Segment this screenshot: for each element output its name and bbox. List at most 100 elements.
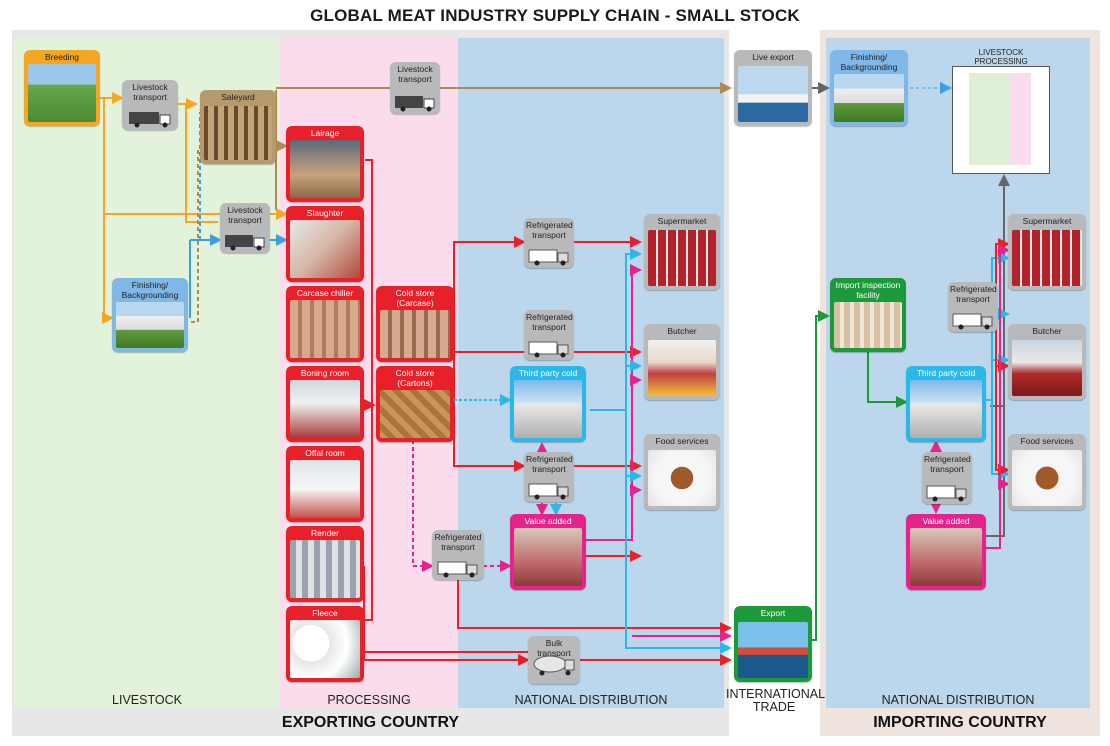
- butcher-shop-image: [1012, 340, 1082, 396]
- node-refrig-transport-2[interactable]: Refrigerated transport: [524, 310, 574, 360]
- live-export-ship-image: [738, 66, 808, 122]
- steak-meal-image: [648, 450, 716, 506]
- node-boning-room[interactable]: Boning room: [286, 366, 364, 442]
- refrigerated-truck-icon: [926, 485, 967, 502]
- node-food-services-import-label: Food services: [1020, 436, 1074, 446]
- refrigerated-truck-icon: [528, 483, 569, 500]
- cold-store-cartons-image: [380, 390, 450, 438]
- node-lairage[interactable]: Lairage: [286, 126, 364, 202]
- slaughter-image: [290, 220, 360, 278]
- sheep-flock-image: [28, 64, 96, 122]
- livestock-processing-stage-pink: [1009, 73, 1031, 165]
- node-refrig-transport-import-2[interactable]: Refrigerated transport: [922, 452, 972, 504]
- node-refrig-transport-import-1-label: Refrigerated transport: [950, 284, 997, 304]
- node-breeding[interactable]: Breeding: [24, 50, 100, 126]
- node-butcher-import-label: Butcher: [1032, 326, 1062, 336]
- zone-label-distribution-import: NATIONAL DISTRIBUTION: [881, 693, 1035, 707]
- node-refrig-transport-import-1[interactable]: Refrigerated transport: [948, 282, 998, 332]
- node-value-added-import[interactable]: Value added: [906, 514, 986, 590]
- render-image: [290, 540, 360, 598]
- node-finishing-export-label: Finishing/ Backgrounding: [121, 280, 179, 300]
- zone-label-livestock: LIVESTOCK: [112, 693, 182, 707]
- importing-country-label: IMPORTING COUNTRY: [873, 714, 1047, 731]
- node-carcase-chiller[interactable]: Carcase chiller: [286, 286, 364, 362]
- node-third-party-cold-store-import[interactable]: Third party cold store: [906, 366, 986, 442]
- node-refrig-transport-4[interactable]: Refrigerated transport: [432, 530, 484, 580]
- node-refrig-transport-1[interactable]: Refrigerated transport: [524, 218, 574, 268]
- node-finishing-import[interactable]: Finishing/ Backgrounding: [830, 50, 908, 126]
- node-finishing-import-label: Finishing/ Backgrounding: [840, 52, 898, 72]
- node-food-services-import[interactable]: Food services: [1008, 434, 1086, 510]
- zone-label-international-trade: INTERNATIONAL TRADE: [726, 687, 826, 714]
- cold-store-warehouse-image: [514, 380, 582, 438]
- node-live-export-label: Live export: [752, 52, 794, 62]
- node-bulk-transport[interactable]: Bulk transport: [528, 636, 580, 684]
- node-livestock-processing-label: LIVESTOCK PROCESSING: [974, 48, 1028, 66]
- refrigerated-truck-icon: [528, 249, 569, 266]
- livestock-processing-stage-green: [969, 73, 1009, 165]
- page-title: GLOBAL MEAT INDUSTRY SUPPLY CHAIN - SMAL…: [310, 6, 800, 25]
- node-saleyard[interactable]: Saleyard: [200, 90, 276, 164]
- node-cold-store-carcase[interactable]: Cold store (Carcase): [376, 286, 454, 362]
- lairage-image: [290, 140, 360, 198]
- node-supermarket-export-label: Supermarket: [657, 216, 707, 226]
- steak-meal-image: [1012, 450, 1082, 506]
- cold-store-warehouse-image: [910, 380, 982, 438]
- node-butcher-export[interactable]: Butcher: [644, 324, 720, 400]
- node-value-added-export[interactable]: Value added: [510, 514, 586, 590]
- truck-icon: [395, 96, 435, 112]
- node-saleyard-label: Saleyard: [221, 92, 255, 102]
- node-supermarket-export[interactable]: Supermarket: [644, 214, 720, 290]
- refrigerated-truck-icon: [528, 341, 569, 358]
- zone-label-distribution-export: NATIONAL DISTRIBUTION: [514, 693, 668, 707]
- supermarket-image: [648, 230, 716, 286]
- node-cold-store-carcase-label: Cold store (Carcase): [395, 288, 435, 308]
- node-refrig-transport-3[interactable]: Refrigerated transport: [524, 452, 574, 502]
- container-ship-image: [738, 622, 808, 678]
- node-supermarket-import[interactable]: Supermarket: [1008, 214, 1086, 290]
- node-food-services-export[interactable]: Food services: [644, 434, 720, 510]
- node-cold-store-cartons[interactable]: Cold store (Cartons): [376, 366, 454, 442]
- node-export[interactable]: Export: [734, 606, 812, 682]
- node-refrig-transport-3-label: Refrigerated transport: [526, 454, 573, 474]
- node-third-party-cold-store-export[interactable]: Third party cold store: [510, 366, 586, 442]
- node-slaughter[interactable]: Slaughter: [286, 206, 364, 282]
- node-livestock-transport-top[interactable]: Livestock transport: [390, 62, 440, 114]
- node-livestock-transport-1[interactable]: Livestock transport: [122, 80, 178, 130]
- node-cold-store-cartons-label: Cold store (Cartons): [395, 368, 435, 388]
- sheep-pasture-image: [116, 302, 184, 348]
- node-supermarket-import-label: Supermarket: [1022, 216, 1072, 226]
- cold-store-carcase-image: [380, 310, 450, 358]
- node-livestock-processing[interactable]: [952, 66, 1050, 174]
- node-livestock-transport-2[interactable]: Livestock transport: [220, 203, 270, 253]
- node-finishing-export[interactable]: Finishing/ Backgrounding: [112, 278, 188, 352]
- zone-label-processing: PROCESSING: [327, 693, 411, 707]
- refrigerated-truck-icon: [952, 313, 993, 330]
- node-render[interactable]: Render: [286, 526, 364, 602]
- node-import-inspection[interactable]: Import inspection facility: [830, 278, 906, 352]
- node-boning-room-label: Boning room: [300, 368, 350, 378]
- value-added-image: [910, 528, 982, 586]
- node-value-added-export-label: Value added: [524, 516, 572, 526]
- node-refrig-transport-import-2-label: Refrigerated transport: [924, 454, 971, 474]
- node-fleece[interactable]: Fleece: [286, 606, 364, 682]
- node-butcher-export-label: Butcher: [667, 326, 697, 336]
- node-butcher-import[interactable]: Butcher: [1008, 324, 1086, 400]
- truck-icon: [129, 112, 171, 128]
- node-carcase-chiller-label: Carcase chiller: [296, 288, 354, 298]
- offal-room-image: [290, 460, 360, 518]
- butcher-shop-image: [648, 340, 716, 396]
- node-livestock-transport-1-label: Livestock transport: [132, 82, 168, 102]
- node-value-added-import-label: Value added: [922, 516, 970, 526]
- node-breeding-label: Breeding: [44, 52, 80, 62]
- node-lairage-label: Lairage: [310, 128, 340, 138]
- supermarket-image: [1012, 230, 1082, 286]
- node-food-services-export-label: Food services: [655, 436, 709, 446]
- value-added-image: [514, 528, 582, 586]
- node-refrig-transport-2-label: Refrigerated transport: [526, 312, 573, 332]
- truck-icon: [225, 235, 265, 251]
- node-live-export[interactable]: Live export: [734, 50, 812, 126]
- tanker-truck-icon: [533, 655, 575, 676]
- node-livestock-transport-top-label: Livestock transport: [397, 64, 433, 84]
- node-offal-room[interactable]: Offal room: [286, 446, 364, 522]
